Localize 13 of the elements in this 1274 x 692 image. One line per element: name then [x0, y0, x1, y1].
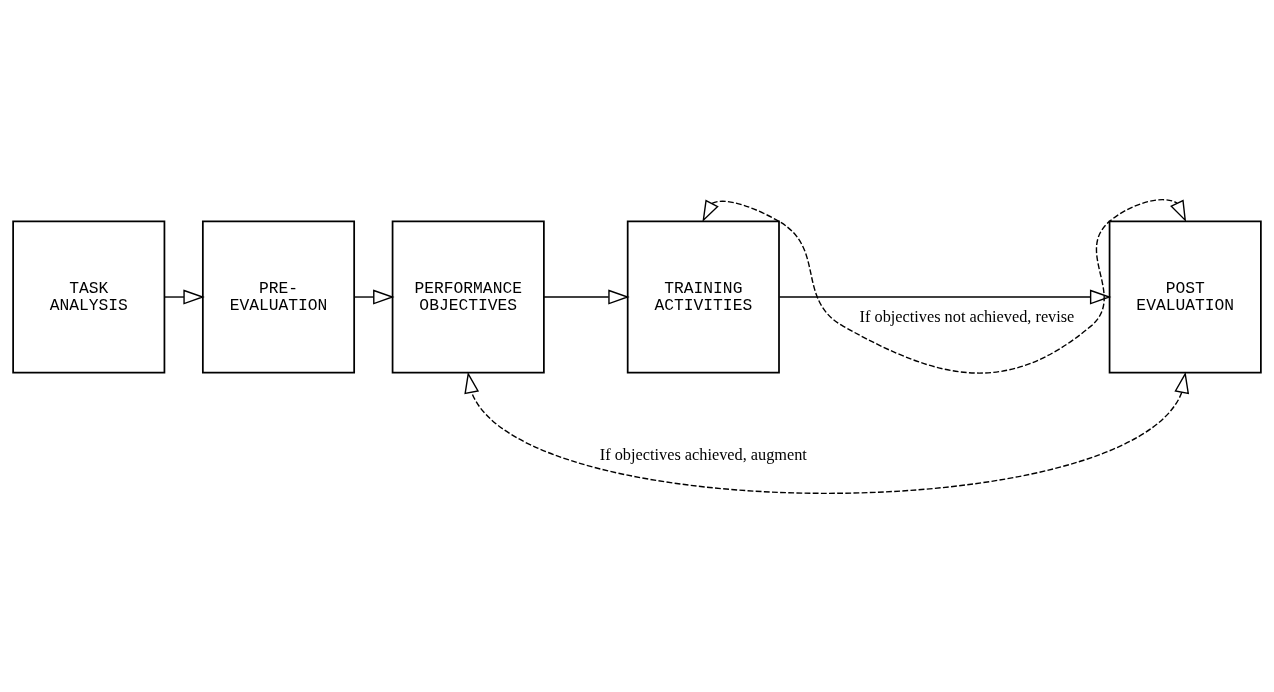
node-box: TASK ANALYSIS	[12, 220, 166, 374]
node-box: PERFORMANCE OBJECTIVES	[391, 220, 545, 374]
node-box: TRAINING ACTIVITIES	[626, 220, 780, 374]
arrow	[353, 289, 395, 305]
arrow	[778, 289, 1112, 305]
edge-label: If objectives not achieved, revise	[859, 306, 1075, 326]
arrow	[702, 198, 1187, 374]
node-box: PRE- EVALUATION	[201, 220, 356, 374]
node-box: POST EVALUATION	[1108, 220, 1262, 374]
arrow	[464, 371, 1190, 494]
edge-label: If objectives achieved, augment	[599, 444, 807, 464]
arrow	[163, 289, 205, 305]
arrow	[543, 289, 630, 305]
